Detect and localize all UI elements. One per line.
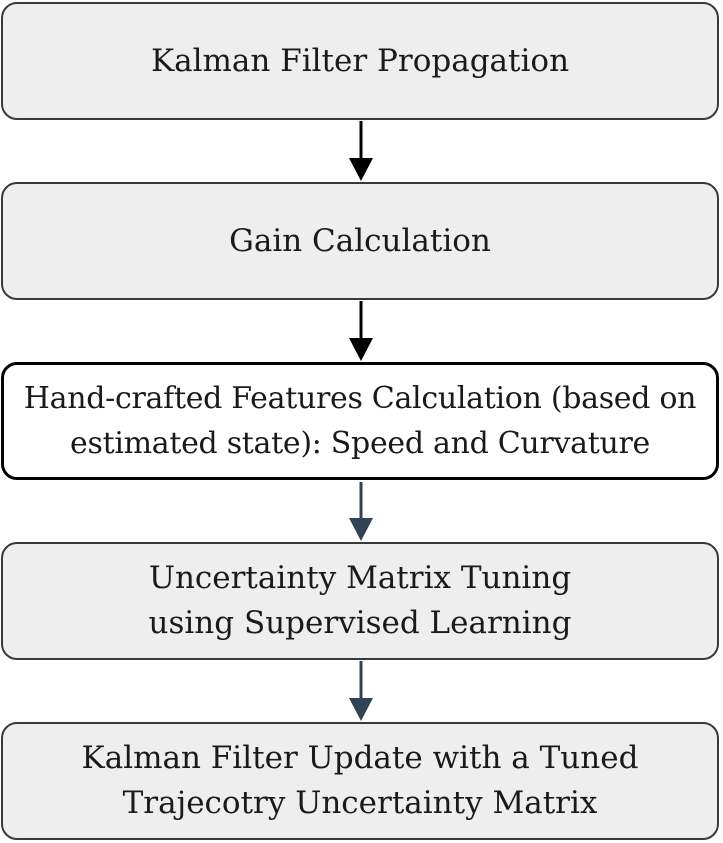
node-label-line-1: Kalman Filter Update with a Tuned [81, 740, 639, 776]
arrow-1-to-2 [349, 121, 373, 181]
arrow-2-to-3 [349, 301, 373, 361]
kalman-filter-update-box: Kalman Filter Update with a Tuned Trajec… [1, 722, 719, 840]
kalman-filter-propagation-box: Kalman Filter Propagation [1, 2, 719, 120]
node-label-line-2: Trajecotry Uncertainty Matrix [122, 785, 598, 821]
node-label-line-1: Uncertainty Matrix Tuning [148, 560, 572, 596]
node-label: Gain Calculation [229, 222, 491, 259]
node-label-line-2: using Supervised Learning [148, 605, 572, 641]
gain-calculation-box: Gain Calculation [1, 182, 719, 300]
uncertainty-matrix-tuning-box: Uncertainty Matrix Tuning using Supervis… [1, 542, 719, 660]
node-label-line-1: Hand-crafted Features Calculation (based… [23, 381, 697, 416]
node-label-line-2: estimated state): Speed and Curvature [70, 426, 650, 461]
feature-calculation-box: Hand-crafted Features Calculation (based… [1, 362, 719, 480]
node-label: Kalman Filter Propagation [150, 42, 570, 79]
arrow-3-to-4 [349, 482, 373, 541]
arrow-4-to-5 [349, 661, 373, 721]
